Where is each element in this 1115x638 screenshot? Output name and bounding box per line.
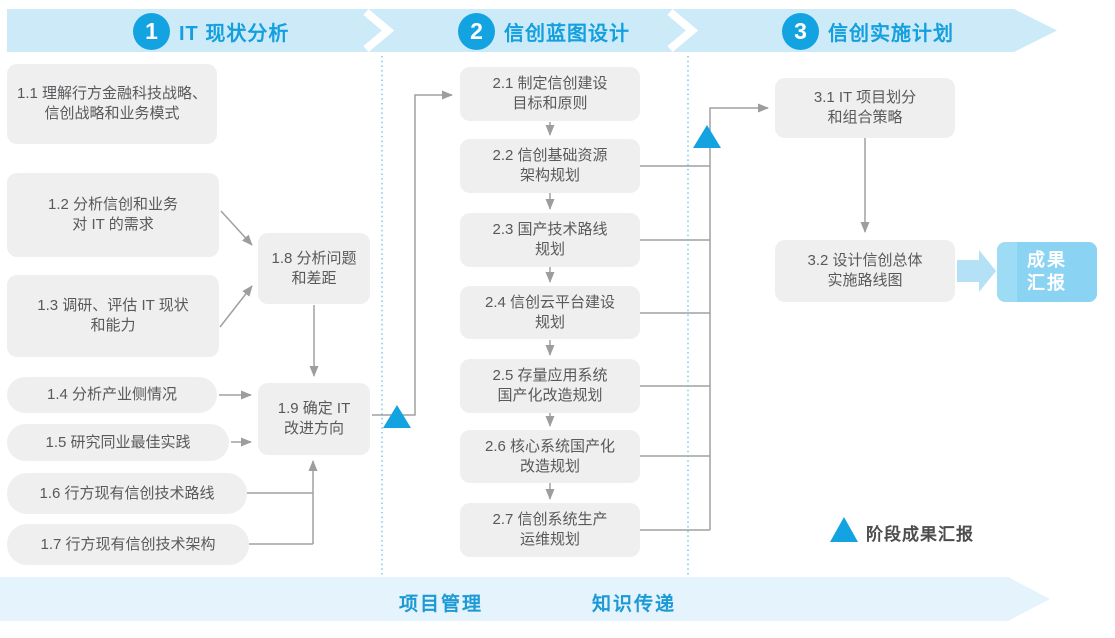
flow-box-1-6: 1.6 行方现有信创技术路线	[7, 473, 247, 514]
flow-box-2-7: 2.7 信创系统生产 运维规划	[460, 503, 640, 557]
flow-box-1-2: 1.2 分析信创和业务 对 IT 的需求	[7, 173, 219, 257]
footer-item-knowledge-transfer: 知识传递	[592, 594, 677, 615]
footer-band	[0, 577, 1050, 621]
legend-milestone-label: 阶段成果汇报	[866, 525, 974, 544]
flow-box-1-9: 1.9 确定 IT 改进方向	[258, 383, 370, 455]
phase-2-number-badge: 2	[458, 12, 495, 50]
flow-box-2-6: 2.6 核心系统国产化 改造规划	[460, 430, 640, 483]
legend-triangle-icon	[830, 517, 858, 542]
banner-phase-2: 2 信创蓝图设计	[458, 12, 630, 50]
flow-box-2-5: 2.5 存量应用系统 国产化改造规划	[460, 359, 640, 413]
result-report-box: 成果 汇报	[997, 242, 1097, 302]
phase2-to-3-collector	[640, 103, 769, 531]
phase-3-number-badge: 3	[782, 12, 819, 50]
flow-box-2-3: 2.3 国产技术路线 规划	[460, 213, 640, 267]
phase-1-number-badge: 1	[133, 12, 170, 50]
phase-3-title: 信创实施计划	[828, 22, 954, 45]
flow-box-2-1: 2.1 制定信创建设 目标和原则	[460, 67, 640, 121]
flow-box-1-7: 1.7 行方现有信创技术架构	[7, 524, 249, 565]
flow-box-1-5: 1.5 研究同业最佳实践	[7, 424, 229, 461]
flow-box-1-1: 1.1 理解行方金融科技战略、 信创战略和业务模式	[7, 64, 217, 144]
flow-box-2-2: 2.2 信创基础资源 架构规划	[460, 139, 640, 193]
phase-2-title: 信创蓝图设计	[504, 22, 630, 45]
phase1-connectors	[219, 90, 453, 545]
banner-phase-3: 3 信创实施计划	[782, 12, 954, 50]
flow-box-1-8: 1.8 分析问题 和差距	[258, 233, 370, 304]
milestone-triangle-phase2	[693, 125, 721, 148]
footer-item-project-management: 项目管理	[399, 594, 484, 615]
flow-box-3-2: 3.2 设计信创总体 实施路线图	[775, 240, 955, 302]
banner-phase-1: 1 IT 现状分析	[133, 12, 289, 50]
banner-chevron-divider-2	[667, 8, 699, 53]
deliverable-thick-arrow	[957, 250, 996, 292]
flow-box-3-1: 3.1 IT 项目划分 和组合策略	[775, 78, 955, 138]
milestone-triangle-phase1	[383, 405, 411, 428]
flow-box-1-4: 1.4 分析产业侧情况	[7, 377, 217, 413]
flow-box-1-3: 1.3 调研、评估 IT 现状 和能力	[7, 275, 219, 357]
flow-box-2-4: 2.4 信创云平台建设 规划	[460, 286, 640, 339]
banner-chevron-divider-1	[363, 8, 395, 53]
phase-1-title: IT 现状分析	[179, 22, 290, 45]
